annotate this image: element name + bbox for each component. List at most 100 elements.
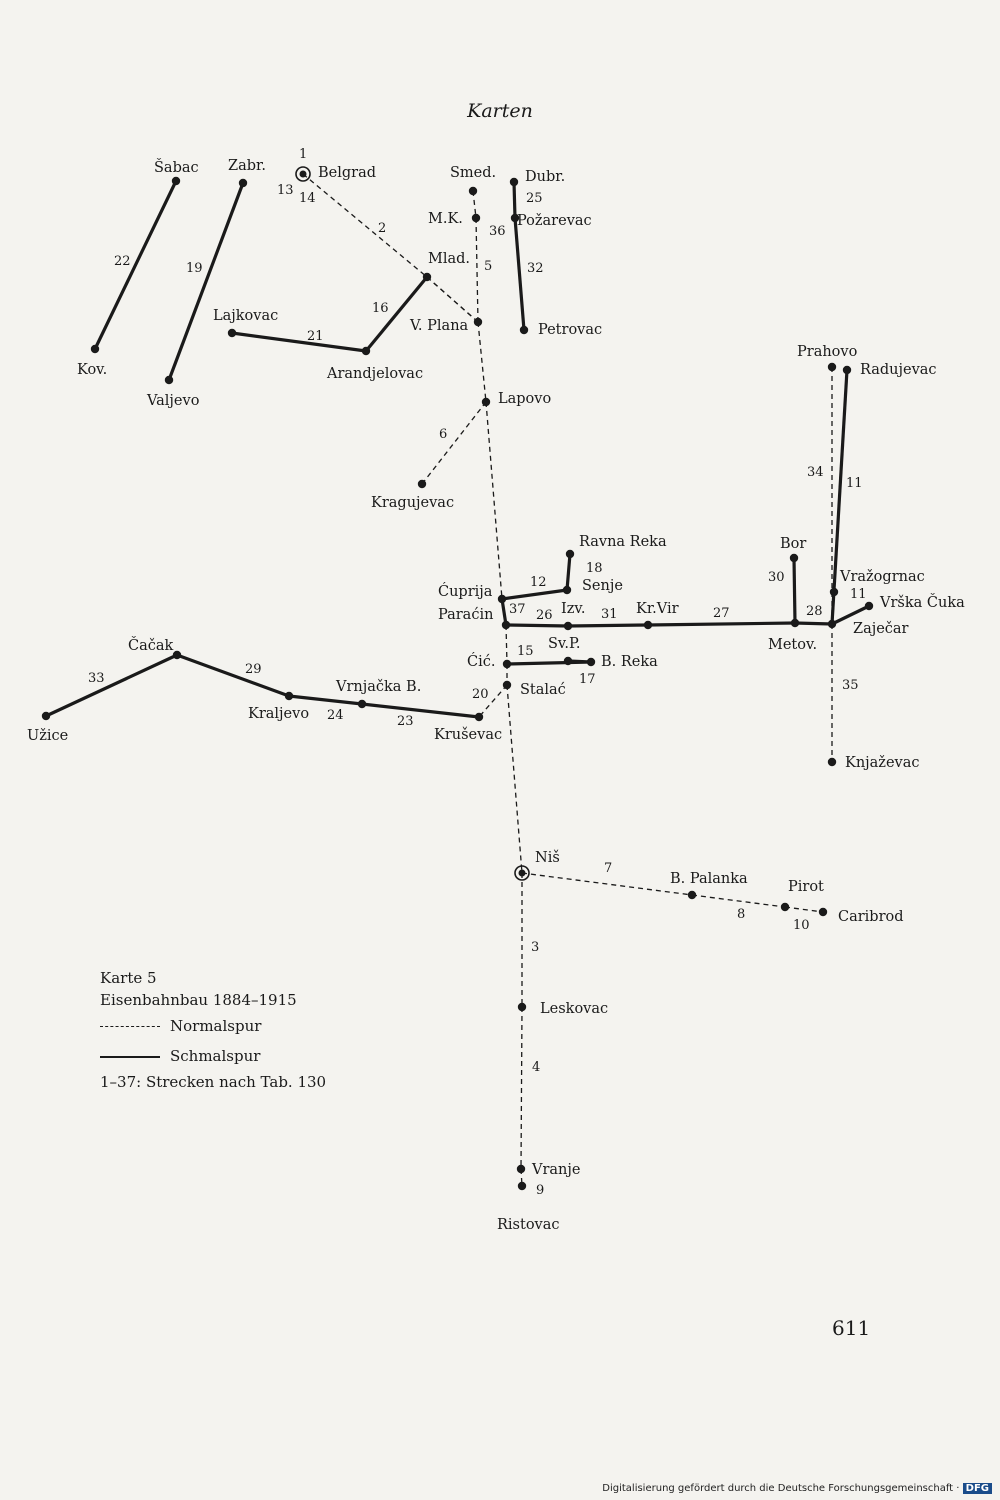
route-number-18: 18 xyxy=(586,561,603,576)
route-number-29: 29 xyxy=(245,662,262,677)
route-number-24: 24 xyxy=(327,708,344,723)
station-label-cic: Ćić. xyxy=(467,652,495,670)
route-number-31: 31 xyxy=(601,607,618,622)
legend-solid-line-icon xyxy=(100,1055,160,1058)
route-32-segment xyxy=(513,217,526,331)
station-label-svp: Sv.P. xyxy=(548,636,580,652)
station-marker-ristovac xyxy=(517,1181,527,1191)
station-marker-vrnjacka xyxy=(357,699,367,709)
station-major-ring-nis xyxy=(514,865,530,881)
station-marker-pozarevac xyxy=(510,213,520,223)
route-8-segment xyxy=(691,894,786,908)
station-marker-valjevo xyxy=(164,375,174,385)
map-legend: Karte 5 Eisenbahnbau 1884–1915 Normalspu… xyxy=(100,968,326,1093)
station-marker-pirot xyxy=(780,902,790,912)
route-number-19: 19 xyxy=(186,261,203,276)
route-23-segment xyxy=(361,702,480,719)
route-21-segment xyxy=(231,331,367,353)
station-marker-petrovac xyxy=(519,325,529,335)
route-number-17: 17 xyxy=(579,672,596,687)
legend-standard-label: Normalspur xyxy=(170,1016,262,1035)
station-label-ravnareka: Ravna Reka xyxy=(579,534,667,550)
route-number-2: 2 xyxy=(378,221,386,236)
route-number-16: 16 xyxy=(372,301,389,316)
station-label-senje: Senje xyxy=(582,578,623,594)
station-label-mlad: Mlad. xyxy=(428,251,470,267)
station-label-breka: B. Reka xyxy=(601,654,658,670)
route-number-4: 4 xyxy=(532,1060,540,1075)
route-28-segment xyxy=(794,621,833,626)
route-number-3: 3 xyxy=(531,940,539,955)
station-label-stalac: Stalać xyxy=(520,682,566,698)
route-27-segment xyxy=(647,621,796,627)
route-number-13: 13 xyxy=(277,183,294,198)
route-2-segment xyxy=(302,173,428,278)
station-label-kov: Kov. xyxy=(77,362,107,378)
station-label-vplana: V. Plana xyxy=(409,318,469,334)
route-22-segment xyxy=(93,180,178,350)
station-marker-kov xyxy=(90,344,100,354)
station-marker-bpalanka xyxy=(687,890,697,900)
route-number-27: 27 xyxy=(713,606,730,621)
station-label-paracin: Paraćin xyxy=(438,607,493,623)
station-marker-stalac xyxy=(502,680,512,690)
legend-dashed-line-icon xyxy=(100,1026,160,1027)
route-16-segment xyxy=(364,275,429,353)
station-marker-krusevac xyxy=(474,712,484,722)
route-number-9: 9 xyxy=(536,1183,544,1198)
legend-narrow-label: Schmalspur xyxy=(170,1046,261,1065)
route-number-1: 1 xyxy=(299,147,307,162)
station-marker-metov xyxy=(790,618,800,628)
route-2-segment xyxy=(485,401,503,600)
route-number-36: 36 xyxy=(489,224,506,239)
route-number-35: 35 xyxy=(842,678,859,693)
route-11-segment xyxy=(830,369,849,625)
route-number-7: 7 xyxy=(604,861,612,876)
route-number-15: 15 xyxy=(517,644,534,659)
route-2-segment xyxy=(477,321,487,403)
legend-narrow-row: Schmalspur xyxy=(100,1042,326,1072)
stations-layer xyxy=(41,166,874,1191)
station-label-arandjelovac: Arandjelovac xyxy=(326,366,423,382)
route-4-segment xyxy=(520,1006,523,1170)
station-label-lapovo: Lapovo xyxy=(498,391,551,407)
station-marker-sabac xyxy=(171,176,181,186)
route-numbers-layer: 1234567891011111213141516171819202122232… xyxy=(88,147,867,1198)
route-number-26: 26 xyxy=(536,608,553,623)
route-37-segment xyxy=(500,598,508,626)
route-31-segment xyxy=(567,623,649,628)
station-marker-mk xyxy=(471,213,481,223)
route-26-segment xyxy=(505,623,569,628)
station-marker-vranje xyxy=(516,1164,526,1174)
route-number-11: 11 xyxy=(846,476,863,491)
route-number-30: 30 xyxy=(768,570,785,585)
station-label-kragujevac: Kragujevac xyxy=(371,495,454,511)
route-number-33: 33 xyxy=(88,671,105,686)
station-marker-krvir xyxy=(643,620,653,630)
station-label-vranje: Vranje xyxy=(531,1162,580,1178)
legend-note: 1–37: Strecken nach Tab. 130 xyxy=(100,1072,327,1091)
station-marker-vrazogrnac xyxy=(829,587,839,597)
station-marker-lapovo xyxy=(481,397,491,407)
station-label-kraljevo: Kraljevo xyxy=(248,706,309,722)
station-marker-bor xyxy=(789,553,799,563)
station-label-bor: Bor xyxy=(780,536,806,552)
route-number-14: 14 xyxy=(299,191,316,206)
route-36-segment xyxy=(475,217,479,323)
route-33-segment xyxy=(45,653,178,718)
station-marker-caribrod xyxy=(818,907,828,917)
station-label-lajkovac: Lajkovac xyxy=(213,308,278,324)
station-label-zajecar: Zaječar xyxy=(853,621,909,637)
route-2-segment xyxy=(505,624,508,665)
route-number-37: 37 xyxy=(509,602,526,617)
station-label-vrazogrnac: Vražogrnac xyxy=(839,569,925,585)
route-20-segment xyxy=(478,684,508,718)
station-label-pozarevac: Požarevac xyxy=(517,213,592,229)
station-label-zabr: Zabr. xyxy=(228,158,266,174)
station-marker-svp xyxy=(563,656,573,666)
station-marker-zajecar xyxy=(827,619,837,629)
route-number-12: 12 xyxy=(530,575,547,590)
route-10-segment xyxy=(784,906,824,913)
route-18-segment xyxy=(565,553,572,591)
route-number-20: 20 xyxy=(472,687,489,702)
